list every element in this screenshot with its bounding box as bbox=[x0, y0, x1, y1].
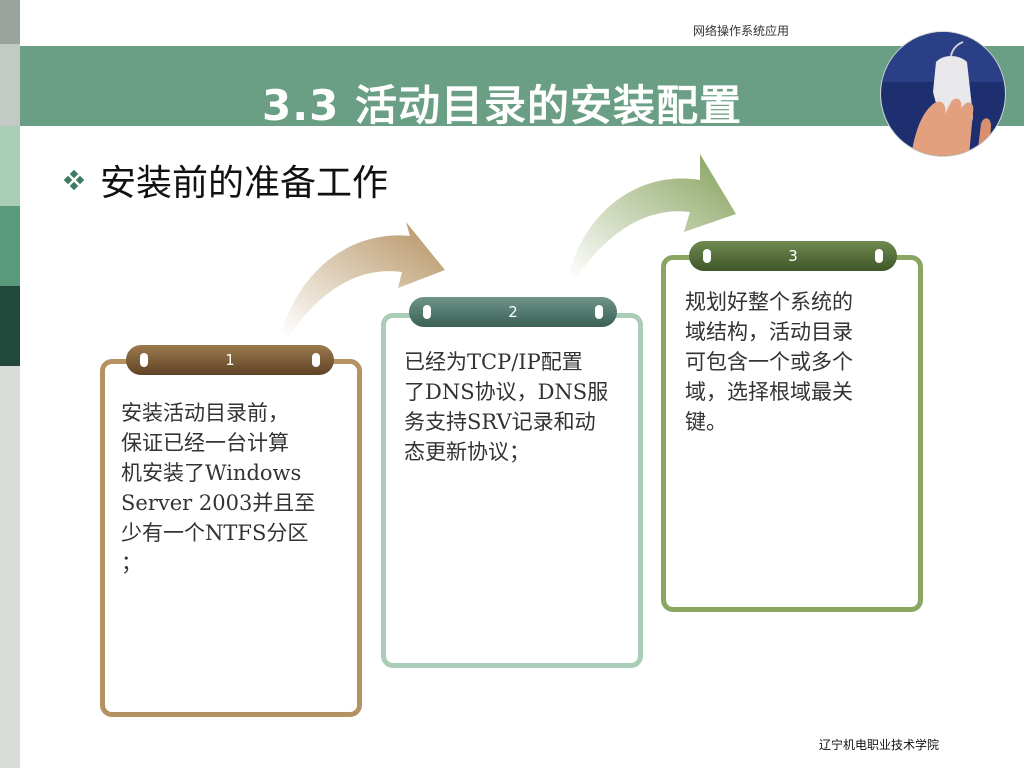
tab-hole bbox=[423, 305, 431, 319]
tab-hole bbox=[703, 249, 711, 263]
curved-arrow-icon bbox=[280, 222, 445, 335]
section-heading: 安装前的准备工作 bbox=[100, 163, 389, 204]
course-name: 网络操作系统应用 bbox=[693, 24, 790, 38]
tab-hole bbox=[595, 305, 603, 319]
curved-arrow-icon bbox=[568, 154, 736, 278]
strip-segment bbox=[0, 0, 20, 44]
step-card-1 bbox=[100, 359, 362, 717]
step-number-tab-3: 3 bbox=[689, 241, 897, 271]
tab-hole bbox=[875, 249, 883, 263]
step-number-tab-2: 2 bbox=[409, 297, 617, 327]
left-decorative-strip bbox=[0, 0, 20, 768]
strip-segment bbox=[0, 126, 20, 206]
strip-segment bbox=[0, 206, 20, 286]
strip-segment bbox=[0, 286, 20, 366]
title-bar bbox=[20, 46, 1024, 126]
step-3-text: 规划好整个系统的 域结构，活动目录 可包含一个或多个 域，选择根域最关 键。 bbox=[685, 290, 853, 434]
step-2-text: 已经为TCP/IP配置 了DNS协议，DNS服 务支持SRV记录和动 态更新协议… bbox=[404, 350, 609, 464]
strip-segment bbox=[0, 44, 20, 126]
tab-hole bbox=[140, 353, 148, 367]
footer-institution: 辽宁机电职业技术学院 bbox=[819, 738, 940, 752]
tab-hole bbox=[312, 353, 320, 367]
step-number: 1 bbox=[225, 351, 235, 369]
step-number: 2 bbox=[508, 303, 518, 321]
step-1-text: 安装活动目录前， 保证已经一台计算 机安装了Windows Server 200… bbox=[121, 401, 316, 575]
slide-title: 3.3 活动目录的安装配置 bbox=[262, 81, 743, 130]
mouse-hand-photo bbox=[881, 32, 1005, 156]
step-number: 3 bbox=[788, 247, 798, 265]
step-number-tab-1: 1 bbox=[126, 345, 334, 375]
step-card-2 bbox=[381, 313, 643, 668]
diamond-bullet-icon bbox=[64, 170, 84, 190]
